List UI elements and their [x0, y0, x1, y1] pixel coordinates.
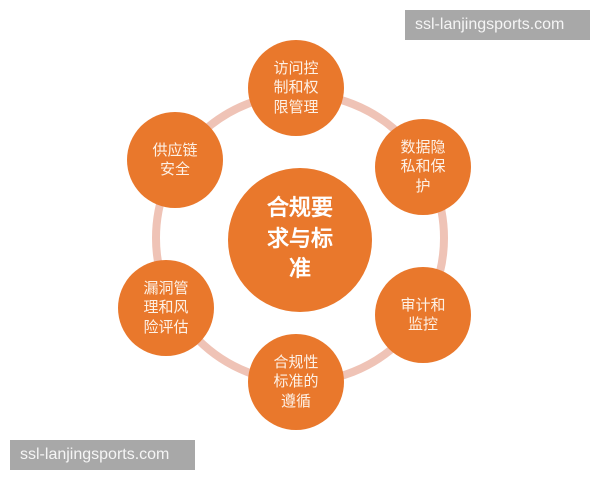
node-data-privacy: 数据隐私和保护: [375, 119, 471, 215]
center-node-compliance-requirements: 合规要求与标准: [228, 168, 372, 312]
node-access-control: 访问控制和权限管理: [248, 40, 344, 136]
node-label: 访问控制和权限管理: [273, 58, 319, 116]
center-node-label: 合规要求与标准: [266, 195, 333, 283]
node-label: 漏洞管理和风险评估: [143, 278, 189, 336]
node-compliance-standards: 合规性标准的遵循: [248, 334, 344, 430]
watermark-top-right: ssl-lanjingsports.com: [405, 10, 590, 40]
node-label: 供应链安全: [152, 140, 198, 179]
node-label: 审计和监控: [400, 295, 446, 334]
node-label: 数据隐私和保护: [400, 137, 446, 195]
node-label: 合规性标准的遵循: [273, 352, 319, 410]
node-vulnerability-risk: 漏洞管理和风险评估: [118, 260, 214, 356]
node-audit-monitoring: 审计和监控: [375, 267, 471, 363]
watermark-bottom-left: ssl-lanjingsports.com: [10, 440, 195, 470]
node-supply-chain: 供应链安全: [127, 112, 223, 208]
